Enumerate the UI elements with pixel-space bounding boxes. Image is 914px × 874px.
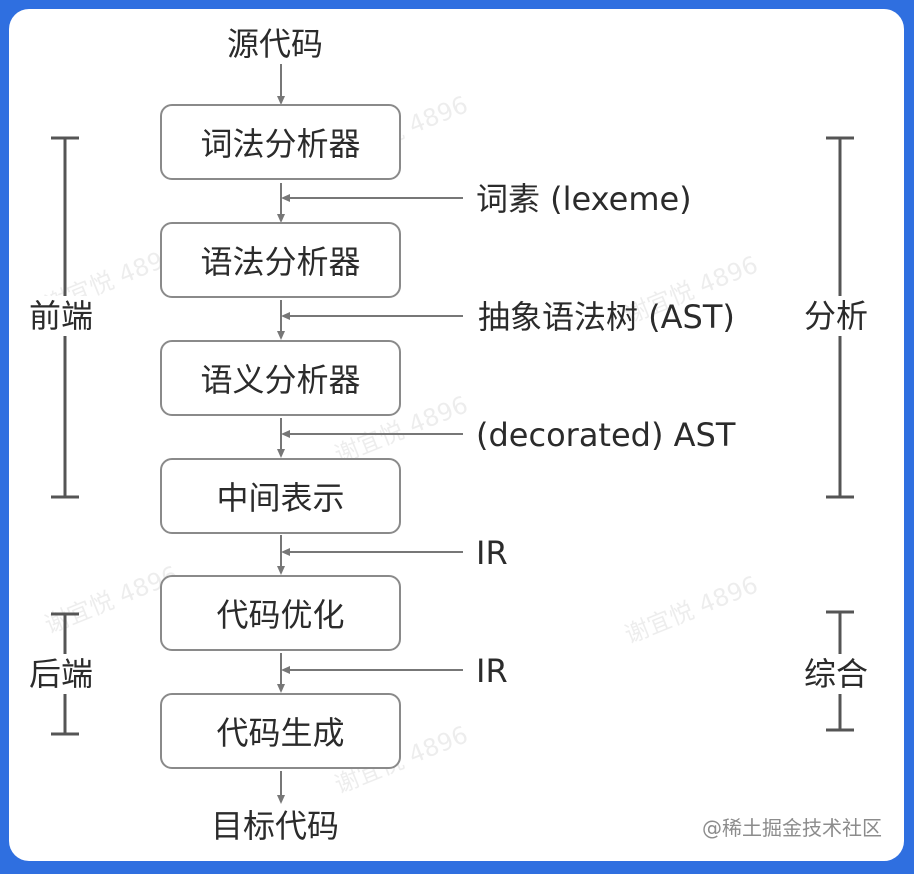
semantic-analyzer-box: 语义分析器 [160,340,401,416]
ir-box: 中间表示 [160,458,401,534]
lexer-label: 词法分析器 [200,125,361,163]
source-code-label: 源代码 [227,25,324,63]
output-ir-2: IR [476,652,508,690]
output-ir-1: IR [476,534,508,572]
codegen-label: 代码生成 [216,714,345,752]
output-ast: 抽象语法树 (AST) [478,298,735,336]
footer-credit: @稀土掘金技术社区 [702,816,882,840]
optimizer-label: 代码优化 [216,596,345,634]
target-code-label: 目标代码 [211,807,340,845]
synthesis-label: 综合 [804,654,869,694]
frontend-label: 前端 [29,296,94,336]
parser-box: 语法分析器 [160,222,401,298]
output-lexeme: 词素 (lexeme) [476,180,692,218]
analysis-label: 分析 [804,296,869,336]
optimizer-box: 代码优化 [160,575,401,651]
output-decorated-ast: (decorated) AST [476,416,736,454]
semantic-analyzer-label: 语义分析器 [200,361,361,399]
backend-label: 后端 [29,654,94,694]
codegen-box: 代码生成 [160,693,401,769]
connector-layer [51,64,854,804]
lexer-box: 词法分析器 [160,104,401,180]
parser-label: 语法分析器 [200,243,361,281]
diagram-canvas: 谢宜悦 4896 谢宜悦 4896 谢宜悦 4896 谢宜悦 4896 谢宜悦 … [9,9,904,861]
ir-label: 中间表示 [216,479,345,517]
